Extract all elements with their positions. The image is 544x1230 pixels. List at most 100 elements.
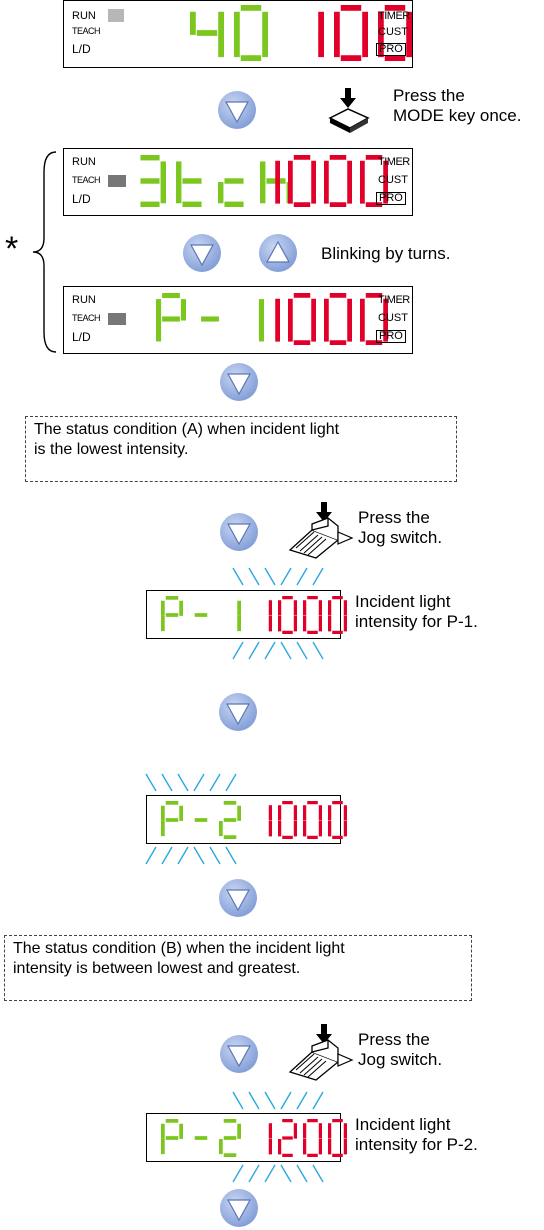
- digit-3: [140, 155, 166, 207]
- display-left-digits: [161, 801, 241, 844]
- digit-0: [303, 801, 322, 839]
- segment-g: [196, 30, 218, 36]
- segment-b: [293, 1123, 297, 1139]
- segment-f: [278, 805, 282, 821]
- segment-a: [365, 155, 383, 160]
- teach-indicator: [108, 175, 126, 187]
- digit-2: [278, 1119, 297, 1157]
- segment-a: [365, 293, 383, 298]
- segment-b: [318, 805, 322, 821]
- segment-c: [343, 616, 347, 632]
- segment-f: [324, 160, 329, 183]
- blink-ray: [248, 567, 260, 586]
- pro-label: PRO: [376, 330, 406, 343]
- caption-line: Press the: [393, 86, 465, 105]
- segment-f: [176, 161, 182, 183]
- segment-e: [324, 320, 329, 342]
- segment-b: [343, 1123, 347, 1139]
- blink-ray: [232, 641, 244, 660]
- blink-rays-icon: [232, 641, 324, 660]
- segment-a: [223, 1119, 237, 1123]
- segment-e: [328, 616, 332, 632]
- seven-segment-right: [268, 596, 347, 634]
- caption-line: intensity for P-1.: [355, 612, 478, 631]
- segment-d: [282, 630, 293, 634]
- run-indicator: [108, 9, 124, 22]
- blink-ray: [264, 1091, 276, 1110]
- segment-d: [282, 1153, 293, 1157]
- cust-label: CUST: [378, 174, 408, 186]
- segment-g: [223, 1136, 237, 1140]
- segment-b: [258, 299, 264, 321]
- status-condition-a-box: The status condition (A) when incident l…: [25, 416, 457, 482]
- segment-a: [332, 801, 343, 805]
- status-a-line: is the lowest intensity.: [34, 441, 189, 458]
- caption-line: MODE key once.: [393, 106, 522, 125]
- blink-rays-icon: [232, 1164, 324, 1183]
- segment-d: [223, 835, 237, 839]
- segment-c: [406, 34, 412, 58]
- display-panel-3: RUN TEACH L/D TIMER CUST PRO: [63, 286, 413, 354]
- blink-rays-icon: [145, 773, 237, 792]
- segment-c: [275, 320, 280, 342]
- display-panel-6: [146, 1113, 347, 1162]
- segment-b: [318, 11, 324, 35]
- segment-d: [329, 202, 347, 207]
- down-arrow-icon: [220, 1035, 258, 1073]
- segment-e: [219, 821, 223, 837]
- blink-ray: [225, 846, 237, 865]
- segment-e: [161, 1139, 165, 1155]
- segment-b: [318, 600, 322, 616]
- segment-c: [343, 821, 347, 837]
- blink-ray: [145, 773, 157, 792]
- blink-ray: [193, 846, 205, 865]
- caption-line: intensity for P-2.: [355, 1135, 478, 1154]
- segment-f: [161, 1123, 165, 1139]
- segment-b: [362, 11, 368, 35]
- digit-P: [161, 1119, 183, 1155]
- display-panel-4: [146, 590, 347, 639]
- segment-b: [179, 1123, 183, 1139]
- segment-a: [332, 1119, 343, 1123]
- press-mode-caption: Press the MODE key once.: [393, 86, 522, 126]
- segment-b: [383, 160, 388, 183]
- seven-segment-left: [156, 293, 264, 342]
- segment-e: [156, 320, 162, 342]
- segment-c: [218, 34, 224, 58]
- down-arrow-icon: [183, 234, 221, 272]
- teach-label: TEACH: [72, 313, 101, 323]
- segment-a: [223, 801, 237, 805]
- segment-b: [268, 805, 272, 821]
- display-right-digits: [253, 1119, 347, 1162]
- segment-c: [318, 34, 324, 58]
- display-right-digits: [252, 293, 388, 350]
- segment-c: [293, 821, 297, 837]
- digit-P: [161, 801, 183, 837]
- segment-a: [165, 596, 179, 600]
- segment-g: [165, 613, 179, 617]
- segment-f: [161, 805, 165, 821]
- segment-g: [165, 818, 179, 822]
- segment-d: [223, 1153, 237, 1157]
- segment-d: [240, 55, 262, 61]
- segment-d: [307, 630, 318, 634]
- seven-segment-left: [190, 5, 268, 61]
- digit-0: [234, 5, 268, 61]
- segment-a: [165, 1119, 179, 1123]
- segment-f: [328, 805, 332, 821]
- blink-ray: [177, 773, 189, 792]
- segment-a: [140, 155, 160, 161]
- segment-a: [293, 155, 311, 160]
- curly-brace: [32, 151, 57, 353]
- segment-e: [288, 182, 293, 204]
- ld-label: L/D: [72, 42, 91, 56]
- segment-e: [378, 34, 384, 58]
- blink-ray: [280, 1164, 292, 1183]
- segment-b: [293, 600, 297, 616]
- segment-e: [360, 182, 365, 204]
- intensity-p1-caption: Incident light intensity for P-1.: [355, 592, 478, 632]
- caption-line: Jog switch.: [358, 528, 443, 547]
- digit-0: [288, 293, 316, 345]
- down-arrow-icon: [220, 513, 258, 551]
- segment-g: [194, 613, 208, 617]
